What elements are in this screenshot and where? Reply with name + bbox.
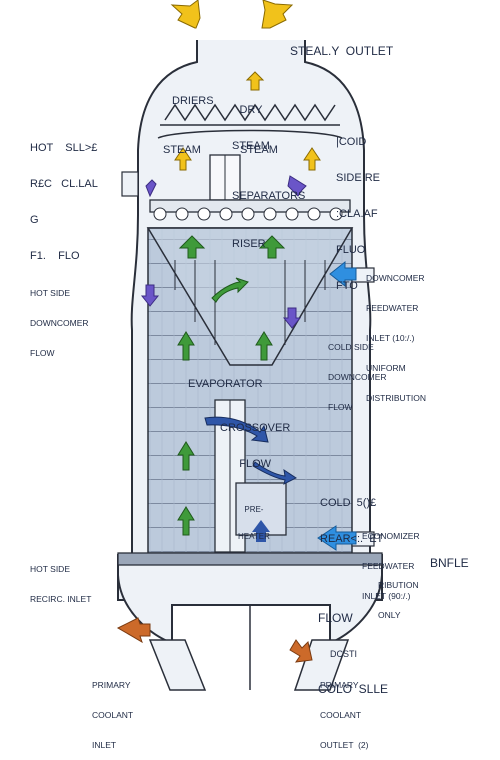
coolant-nozzle-left [148,639,207,691]
csd-line: FLOW [328,402,353,412]
feedwater-inlet-arrow-icon [317,260,357,551]
pci-line: INLET [92,740,117,750]
steam-flow-arrow-icon [170,0,321,171]
hsd-line: HOT SIDE [30,288,70,298]
fcs-line: COLO SllE [318,682,389,696]
recirc-line: |COID [336,136,367,148]
cold-side-recirc-top-label: |COID SIDE RE :ClA.Af fLUO FtO [336,112,380,304]
dry-steam-line: DRY [239,104,263,116]
riser-label: RISER [232,238,266,250]
cold-side-downcomer-label: COLD SIDE DOWNCOMER FLOW [328,322,387,422]
crossover-flow-label: CROSSOVER FLOW [220,398,290,482]
separator-holes [153,207,343,221]
efw-line: INLET (90:/.) [362,591,411,601]
dist-line: RIBUTION [378,580,419,590]
hsri-line: HOT SIDE [30,564,70,574]
crossover-line: CROSSOVER [220,422,291,434]
dfw-line: UNIFORM [366,363,406,373]
crossover-line: FLOW [239,458,272,470]
drier-chevrons [164,103,336,122]
riser-tubes [174,260,326,345]
dist-line: ONLY [378,610,401,620]
dfw-line: FEEDWATER [366,303,419,313]
dry-steam-label: DRY STEAM [232,80,270,164]
recirc-line: FtO [336,280,358,292]
economizer-feedwater-label: ECONOMIZER FEEDWATER INLET (90:/.) [362,511,420,611]
recirc-line: SIDE RE [336,172,381,184]
recirc-line: F1. flO [30,250,80,262]
dfw-line: DOWNCOMER [366,273,425,283]
dfw-line: INLET (10:/.) [366,333,415,343]
efw-line: FEEDWATER [362,561,415,571]
fcs-line: DCSTi [330,649,357,659]
preheater-inlet-arrow-icon [256,530,266,542]
csd-line: COLD SIDE [328,342,374,352]
primary-coolant-outlet-label: PRIMARY COOLANT OUTLET (2) [320,660,369,760]
tube-sheet [117,552,383,566]
recirc-line: R£C CL.lAl [30,178,98,190]
separators-label: SEPARATORS [232,190,306,202]
fcs-line: FlOW [318,611,353,625]
dry-steam-line: STEAM [232,140,270,152]
driers-label: DRIERS [172,95,214,107]
hot-side-downcomer-label: HOT SIDE DOWNCOMER FLOW [30,268,89,368]
riser-funnel [146,227,354,366]
pco-line: OUTLET (2) [320,740,369,750]
hsd-line: DOWNCOMER [30,318,89,328]
recirc-line: :ClA.Af [336,208,378,220]
crm-line: REaR<:. ET [320,533,384,545]
steam-dome-plate [157,129,343,139]
recirc-line: HOT Sll>£ [30,142,98,154]
primary-coolant-inlet-label: PRIMARY COOLANT INLET [92,660,133,760]
csd-line: DOWNCOMER [328,372,387,382]
steam-outlet-label: STEAl.Y OUTlET [290,44,394,58]
bnfie-label: BNflE [430,556,469,570]
pco-line: COOLANT [320,710,362,720]
lower-head [117,574,383,645]
dfw-line: DISTRIBUTION [366,393,426,403]
recirc-line: fLUO [336,244,366,256]
pco-line: PRIMARY [320,680,359,690]
steam-generator-diagram [116,0,383,691]
hsd-line: FLOW [30,348,55,358]
cold-recirc-mid-label: COLD 5()£ REaR<:. ET [320,473,383,557]
preheater-line: PRE- [244,505,264,514]
crossover-flow-arrow-icon [204,416,297,485]
preheater-line: HEATER [238,532,270,541]
pci-line: PRIMARY [92,680,131,690]
downcomer-flow-arrow-icon [140,175,307,329]
pci-line: COOLANT [92,710,134,720]
coolant-flow-arrow-icon [116,617,313,663]
recirc-line: G [30,214,39,226]
side-nozzle-left [121,171,139,197]
steam-left-label: STEAM [163,144,201,156]
preheater-label: PRE- HEATER [238,487,270,550]
hot-side-recirc-inlet-label: HOT SIDE RECIRC. INLET [30,544,91,614]
distribution-only-label: RIBUTION ONLY [378,560,419,630]
crm-line: COLD 5()£ [320,497,377,509]
evaporator-label: EVAPORATOR [188,378,263,390]
efw-line: ECONOMIZER [362,531,420,541]
flow-cold-side-label: FlOW DCSTi COLO SllE [318,588,388,708]
steam-right-label: STEAM [240,144,278,156]
hot-side-recirc-top-label: HOT Sll>£ R£C CL.lAl G F1. flO [30,118,98,274]
riser-flow-arrow-icon [177,235,286,536]
downcomer-feedwater-label: DOWNCOMER FEEDWATER INLET (10:/.) UNIFOR… [366,253,426,413]
hsri-line: RECIRC. INLET [30,594,92,604]
